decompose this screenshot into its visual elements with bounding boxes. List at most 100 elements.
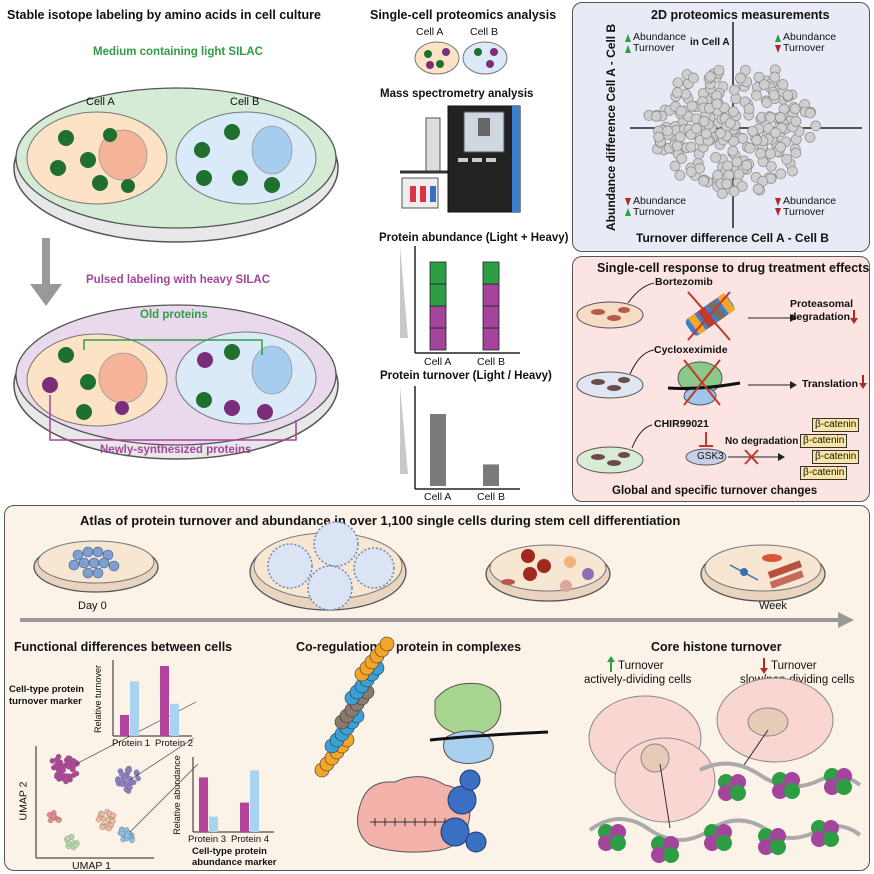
histone-dimer [836,768,852,784]
scatter-point [735,72,746,84]
proteasome-subunit [379,636,395,652]
translation-label: Translation [802,378,859,390]
scatter-point [721,178,733,190]
scatter-point [810,120,822,132]
scatter-point [731,156,743,168]
down-arrow-icon [775,208,781,216]
umap-point [124,779,131,786]
scatter-point [770,127,781,139]
histone-dimer [718,785,734,801]
silac-title: Stable isotope labeling by amino acids i… [7,8,321,22]
scatter-point [650,110,662,122]
histone-dimer [772,783,788,799]
umap-point [135,775,141,782]
scatter-point [688,72,699,84]
turnover-x-a: Cell A [424,491,452,503]
down-arrow-icon-head [760,668,768,674]
abundance-bar-segment [482,261,500,285]
scatter-point [751,90,762,101]
abundance-marker-1: Cell-type protein [192,846,267,857]
scatter-point [752,183,764,195]
sc-title: Single-cell proteomics analysis [370,8,557,22]
scatter-point [671,87,683,98]
scatter-point [700,128,712,140]
down-arrow-icon [862,375,864,383]
scatter-point [686,100,698,112]
beta-catenin-tag: β-catenin [812,418,860,432]
functional-bar [160,666,169,736]
sc-cell-a: Cell A [416,26,444,38]
scatter-point [676,153,688,164]
umap-point [55,817,62,823]
protein2-label: Protein 2 [155,738,194,749]
cell-b-label-top: Cell B [230,96,260,108]
sc-cell-b: Cell B [470,26,499,38]
umap-point [54,756,60,763]
scatter-point [710,152,721,163]
histone-dimer [784,772,800,788]
scatter-point [669,160,681,172]
down-arrow-icon [625,198,631,206]
down-arrow-icon-head [859,383,867,389]
ms-title: Mass spectrometry analysis [380,88,534,100]
umap-point [50,813,56,820]
functional-bar [209,816,218,832]
histone-dimer [811,820,827,836]
functional-bar [120,715,129,736]
scatter-point [755,148,766,159]
proteasomal-label-2: degradation [790,311,851,323]
old-proteins-label: Old proteins [140,309,208,321]
scatter-point [757,175,769,187]
q-tl-abundance: Abundance [633,31,687,43]
functional-bar [170,703,179,736]
pm-title: 2D proteomics measurements [651,8,830,22]
down-arrow-icon-head [850,318,858,324]
turnover-bar [430,414,446,486]
functional-bar [250,770,259,832]
umap-point [73,770,80,777]
scatter-point [751,134,763,146]
histone-dimer [824,768,840,784]
scatter-point [728,186,740,197]
q-bl-turnover: Turnover [633,206,675,218]
down-arrow-icon [763,658,765,668]
protein4-label: Protein 4 [231,834,270,845]
scatter-point [740,64,751,76]
histone-dimer [836,779,852,795]
scatter-point [775,112,786,123]
up-arrow-icon [625,208,631,216]
scatter-point [787,165,798,177]
histone-dimer [770,839,786,855]
umap-point [127,784,133,791]
histone-dimer [663,836,679,852]
scatter-point [768,89,780,101]
pulse-label: Pulsed labeling with heavy SILAC [86,274,271,286]
scatter-point [704,71,716,82]
atlas-title: Atlas of protein turnover and abundance … [80,513,681,528]
q-tl-turnover: Turnover [633,42,675,54]
umap-point [122,774,128,781]
scatter-point [753,71,765,83]
no-degradation-label: No degradation [725,436,799,447]
down-arrow-icon [775,45,781,53]
umap-point [64,773,71,779]
week-label: Week [759,600,787,612]
histone-dimer [772,772,788,788]
scatter-point [671,140,683,152]
up-arrow-icon [625,34,631,42]
up-arrow-icon-head [607,656,615,662]
turnover-up-sub: actively-dividing cells [584,674,692,686]
scatter-point [653,131,665,143]
pm-xlabel: Turnover difference Cell A - Cell B [636,231,829,245]
umap-point [64,835,71,842]
up-arrow-icon [775,34,781,42]
histone-dimer [730,774,746,790]
histone-dimer [598,824,614,840]
medium-label: Medium containing light SILAC [93,46,263,58]
